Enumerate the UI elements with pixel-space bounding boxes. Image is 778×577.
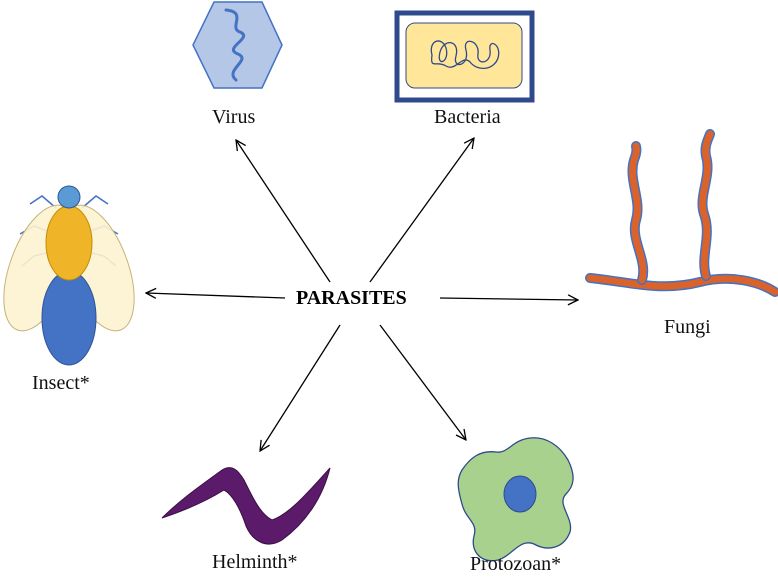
worm-icon: [161, 467, 331, 545]
arrows: [146, 138, 578, 451]
protozoan-cell-icon: [457, 437, 574, 562]
helminth-label: Helminth*: [212, 551, 298, 573]
arrow-to-helminth: [260, 324, 341, 451]
arrow-to-bacteria: [369, 138, 474, 283]
virus-label: Virus: [212, 106, 256, 128]
arrow-to-fungi: [439, 298, 578, 300]
protozoan-label: Protozoan*: [470, 553, 562, 575]
insect-label: Insect*: [32, 372, 90, 394]
insect-icon: [3, 185, 135, 366]
bacterium-icon: [394, 10, 535, 103]
arrow-to-virus: [236, 140, 331, 283]
fungi-label: Fungi: [664, 316, 711, 338]
virus-icon: [192, 1, 283, 89]
center-label: PARASITES: [296, 287, 407, 309]
bacteria-label: Bacteria: [434, 106, 501, 128]
fungus-hyphae-icon: [585, 129, 778, 297]
arrow-to-insect: [146, 293, 286, 298]
arrow-to-protozoan: [379, 324, 466, 440]
